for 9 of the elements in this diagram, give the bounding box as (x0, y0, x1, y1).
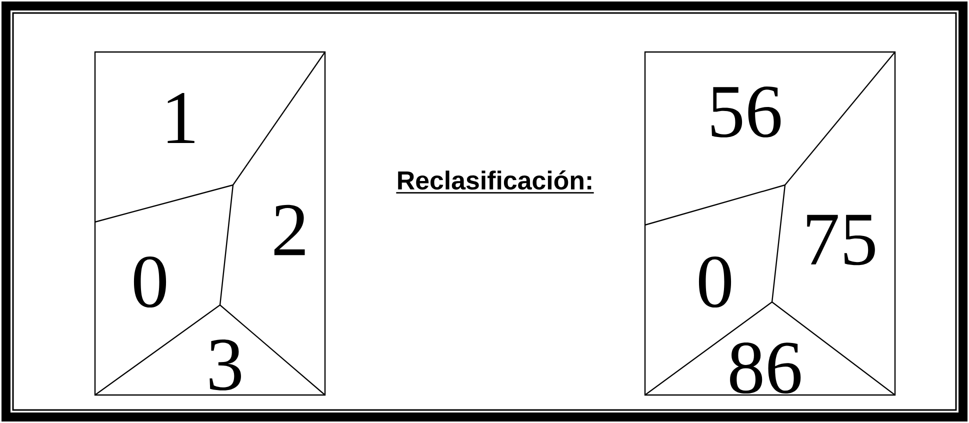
zone-number: 86 (730, 342, 801, 394)
zone-number: 56 (712, 86, 781, 138)
zone-number: 0 (698, 256, 732, 308)
zone-number: 0 (134, 256, 166, 308)
zone-number: 75 (807, 214, 875, 266)
zone-number: 3 (210, 340, 241, 390)
zone-number: 1 (168, 93, 194, 143)
heading: Reclasificación: (396, 170, 594, 194)
zone-number: 2 (274, 204, 305, 256)
